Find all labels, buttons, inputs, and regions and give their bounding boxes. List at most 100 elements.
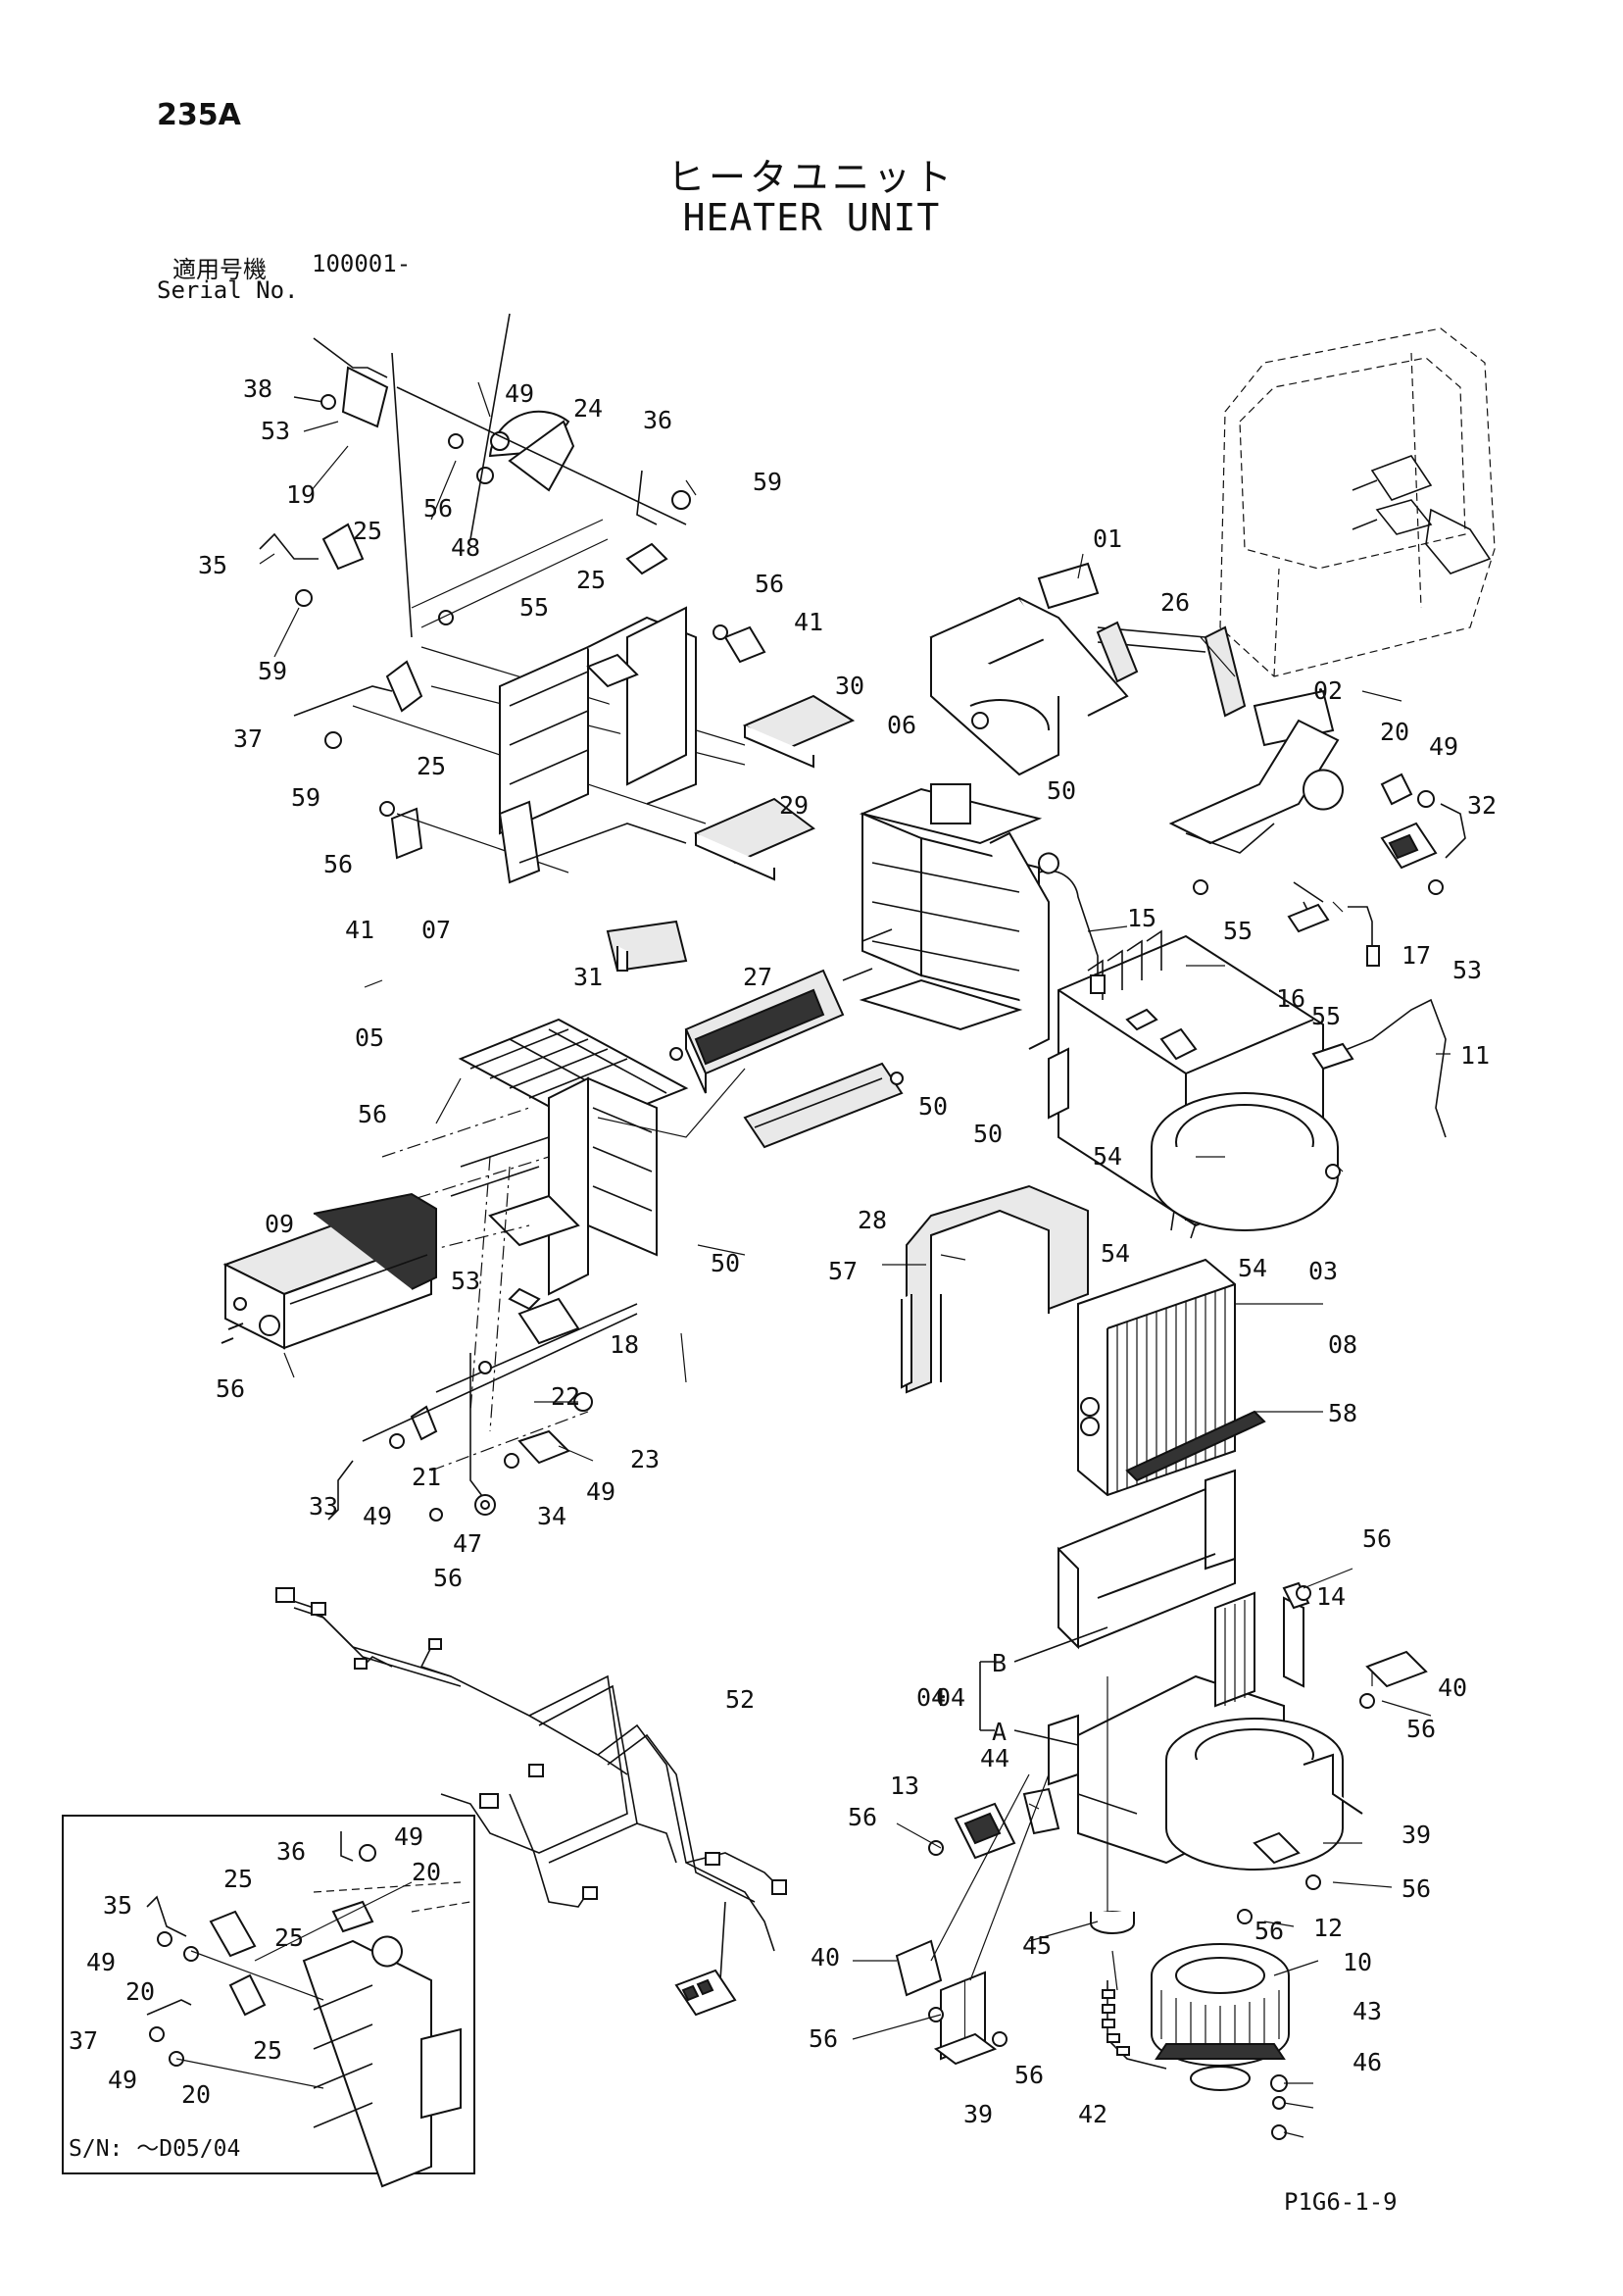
blower-case-03 <box>1038 852 1447 1239</box>
part-label: 17 <box>1402 941 1431 970</box>
bracket-02 <box>1168 689 1466 895</box>
part-label: 41 <box>345 916 374 944</box>
part-label: 58 <box>1328 1399 1357 1427</box>
part-label: 14 <box>1316 1582 1346 1611</box>
part-label: 48 <box>451 533 480 562</box>
part-label: 19 <box>286 480 316 509</box>
blower-fan-10 <box>1102 1943 1290 2140</box>
part-label: 56 <box>1406 1715 1436 1743</box>
linkage-assembly <box>259 313 766 873</box>
inset-label: 25 <box>253 2036 282 2065</box>
part-label: 03 <box>1308 1257 1338 1285</box>
part-label: 59 <box>753 468 782 496</box>
part-label: 32 <box>1467 791 1497 820</box>
part-label: 02 <box>1313 676 1343 705</box>
part-label: 38 <box>243 374 272 403</box>
part-label: 56 <box>323 850 353 878</box>
filter-panels <box>606 694 856 973</box>
part-label: 18 <box>610 1330 639 1359</box>
title-english: HEATER UNIT <box>682 196 941 239</box>
evaporator-08 <box>1077 1258 1266 1497</box>
part-label: 30 <box>835 672 864 700</box>
inset-label: 35 <box>103 1891 132 1920</box>
inset-label: 25 <box>274 1923 304 1952</box>
part-label: 56 <box>216 1374 245 1403</box>
part-label: 46 <box>1352 2048 1382 2076</box>
part-label: 11 <box>1460 1041 1490 1070</box>
wiring-harness-52 <box>275 1587 787 2017</box>
part-label: 54 <box>1093 1142 1122 1171</box>
inset-label: 20 <box>412 1858 441 1886</box>
part-label: 49 <box>586 1477 615 1506</box>
resistor-and-brackets <box>895 1676 1135 2066</box>
group-bracket-04 <box>979 1626 1108 1746</box>
duct-assembly-06 <box>842 783 1050 1050</box>
part-label: 56 <box>423 494 453 523</box>
inset-labels: 36 49 20 25 35 49 25 20 37 49 25 20 <box>69 1822 441 2109</box>
part-label: 09 <box>265 1210 294 1238</box>
part-label: 08 <box>1328 1330 1357 1359</box>
serial-label-english: Serial No. <box>157 276 299 304</box>
group-label-04: 04 <box>936 1683 965 1712</box>
part-label: 56 <box>433 1564 463 1592</box>
serial-label-japanese: 適用号機 <box>172 256 267 283</box>
part-label: 25 <box>576 566 606 594</box>
part-label: 56 <box>1402 1874 1431 1903</box>
group-branch-a: A <box>992 1718 1007 1746</box>
pipe-cover-57 <box>901 1184 1089 1394</box>
serial-number-value: 100001- <box>312 250 412 277</box>
frame-07 <box>498 606 697 884</box>
part-label: 49 <box>1429 732 1458 761</box>
part-label: 45 <box>1022 1931 1052 1960</box>
part-label: 50 <box>711 1249 740 1277</box>
part-label: 53 <box>1452 956 1482 984</box>
heater-core-09 <box>221 1192 437 1350</box>
part-label: 25 <box>353 517 382 545</box>
part-label: 41 <box>794 608 823 636</box>
part-label: 55 <box>1223 917 1253 945</box>
frame-05 <box>450 1018 689 1296</box>
frame-01 <box>929 562 1247 776</box>
part-label: 56 <box>848 1803 877 1831</box>
part-label: 06 <box>887 711 916 739</box>
part-label: 54 <box>1101 1239 1130 1268</box>
part-label: 50 <box>973 1120 1003 1148</box>
part-label: 28 <box>858 1206 887 1234</box>
part-label: 56 <box>755 570 784 598</box>
part-label: 56 <box>1014 2061 1044 2089</box>
group-bracket-labels: 04 B A <box>936 1649 1007 1746</box>
cab-outline-illustration <box>1219 327 1496 677</box>
part-label: 26 <box>1160 588 1190 617</box>
lower-linkage <box>327 1287 638 1522</box>
part-label: 01 <box>1093 524 1122 553</box>
part-label: 43 <box>1352 1997 1382 2025</box>
part-label: 31 <box>573 963 603 991</box>
part-label: 56 <box>1362 1524 1392 1553</box>
part-label: 40 <box>811 1943 840 1972</box>
part-label: 53 <box>451 1267 480 1295</box>
part-labels: 38 49 24 53 19 56 48 36 59 25 35 25 59 5… <box>198 374 1497 2128</box>
part-label: 44 <box>980 1744 1009 1772</box>
part-label: 24 <box>573 394 603 423</box>
group-branch-b: B <box>992 1649 1007 1677</box>
part-label: 05 <box>355 1023 384 1052</box>
housing-04 <box>1048 1469 1428 1924</box>
part-label: 49 <box>505 379 534 408</box>
part-label: 49 <box>363 1502 392 1530</box>
part-label: 39 <box>1402 1821 1431 1849</box>
part-label: 59 <box>291 783 320 812</box>
part-label: 33 <box>309 1492 338 1521</box>
part-label: 55 <box>519 593 549 622</box>
inset-serial-range: S/N: ～D05/04 <box>69 2136 241 2162</box>
part-label: 56 <box>809 2024 838 2053</box>
part-label: 59 <box>258 657 287 685</box>
part-label: 53 <box>261 417 290 445</box>
title-japanese: ヒータユニット <box>666 156 956 199</box>
part-label: 34 <box>537 1502 566 1530</box>
part-label: 22 <box>551 1382 580 1411</box>
inset-label: 36 <box>276 1837 306 1866</box>
part-label: 56 <box>358 1100 387 1128</box>
inset-label: 49 <box>86 1948 116 1976</box>
